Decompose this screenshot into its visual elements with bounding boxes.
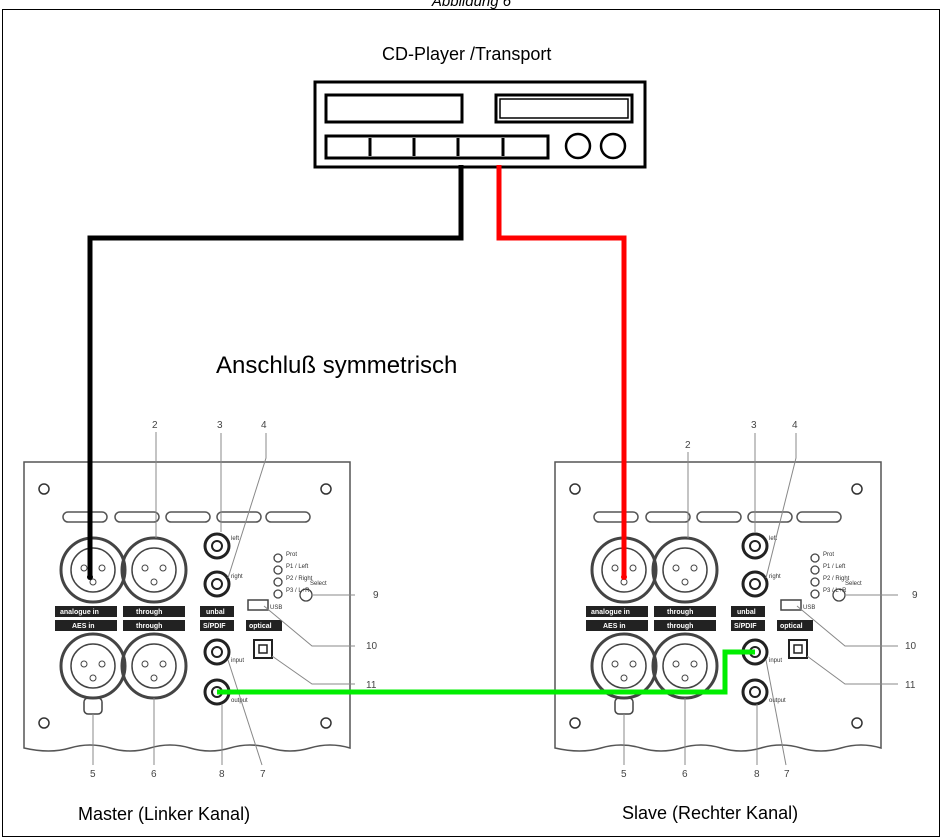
label-through-1: through <box>136 609 162 616</box>
label-right: right <box>231 574 243 580</box>
label-p1: P1 / Left <box>823 564 846 570</box>
callout-7: 7 <box>784 769 790 780</box>
callout-2: 2 <box>152 420 158 431</box>
callout-2: 2 <box>685 440 691 451</box>
red-cable-right-channel <box>496 165 627 577</box>
label-right: right <box>769 574 781 580</box>
label-left: left <box>231 536 239 542</box>
label-spdif: S/PDIF <box>203 623 226 630</box>
label-p2: P2 / Right <box>823 576 850 582</box>
connection-title: Anschluß symmetrisch <box>216 352 458 379</box>
callout-3: 3 <box>751 420 757 431</box>
callout-4: 4 <box>261 420 267 431</box>
label-output: output <box>231 698 248 704</box>
label-left: left <box>769 536 777 542</box>
callout-9: 9 <box>912 590 918 601</box>
label-through-2: through <box>667 623 693 630</box>
label-through-2: through <box>136 623 162 630</box>
callout-5: 5 <box>90 769 96 780</box>
callout-6: 6 <box>682 769 688 780</box>
label-aes-in: AES in <box>72 623 95 630</box>
label-through-1: through <box>667 609 693 616</box>
label-analogue-in: analogue in <box>591 609 630 616</box>
label-usb: USB <box>270 605 282 611</box>
cd-player-title: CD-Player /Transport <box>382 44 552 64</box>
label-output: output <box>769 698 786 704</box>
callout-4: 4 <box>792 420 798 431</box>
callout-11: 11 <box>905 680 916 691</box>
label-p3: P3 / L+R <box>823 588 847 594</box>
slave-speaker-panel: analogue in through AES in through unbal… <box>554 420 918 780</box>
label-input: input <box>231 658 244 664</box>
callout-8: 8 <box>754 769 760 780</box>
slave-title: Slave (Rechter Kanal) <box>622 803 799 823</box>
cable-left-end <box>87 574 93 580</box>
figure-caption: Abbildung 6 <box>431 0 512 10</box>
label-unbal: unbal <box>206 609 225 616</box>
label-p3: P3 / L+R <box>286 588 310 594</box>
label-analogue-in: analogue in <box>60 609 99 616</box>
label-select: Select <box>845 581 862 587</box>
label-prot: Prot <box>823 552 834 558</box>
label-prot: Prot <box>286 552 297 558</box>
cd-player <box>313 80 647 169</box>
master-title: Master (Linker Kanal) <box>78 804 251 824</box>
callout-10: 10 <box>366 641 378 652</box>
master-speaker-panel: analogue in through AES in through unbal… <box>23 420 379 780</box>
callout-6: 6 <box>151 769 157 780</box>
callout-7: 7 <box>260 769 266 780</box>
label-optical: optical <box>780 623 803 630</box>
callout-9: 9 <box>373 590 379 601</box>
callout-5: 5 <box>621 769 627 780</box>
label-p2: P2 / Right <box>286 576 313 582</box>
label-spdif: S/PDIF <box>734 623 757 630</box>
black-cable-left-channel <box>87 165 464 577</box>
diagram-frame <box>2 9 940 837</box>
label-input: input <box>769 658 782 664</box>
callout-10: 10 <box>905 641 917 652</box>
label-unbal: unbal <box>737 609 756 616</box>
green-cable-digital-link <box>217 649 755 695</box>
cable-right-end <box>621 574 627 580</box>
callout-3: 3 <box>217 420 223 431</box>
label-select: Select <box>310 581 327 587</box>
label-aes-in: AES in <box>603 623 626 630</box>
callout-11: 11 <box>366 680 377 691</box>
callout-8: 8 <box>219 769 225 780</box>
label-usb: USB <box>803 605 815 611</box>
label-p1: P1 / Left <box>286 564 309 570</box>
label-optical: optical <box>249 623 272 630</box>
